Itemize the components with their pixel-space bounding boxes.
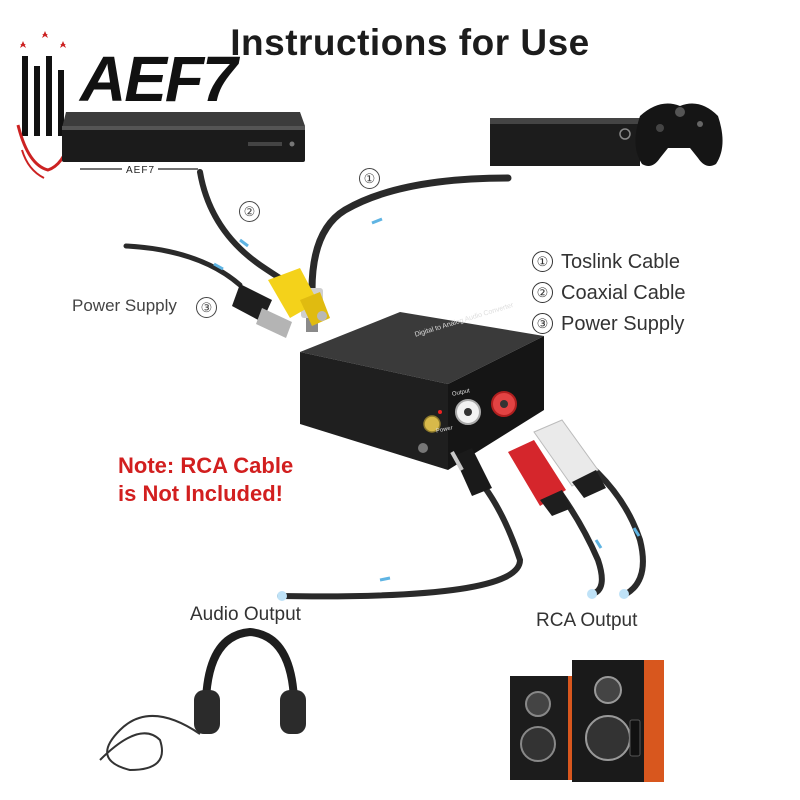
power-supply-label: Power Supply xyxy=(72,296,177,315)
legend-number: ③ xyxy=(532,313,553,334)
legend-number: ② xyxy=(532,282,553,303)
coaxial-connector-icon xyxy=(268,268,330,326)
rca-output-label: RCA Output xyxy=(536,610,638,631)
legend-item-toslink: ① Toslink Cable xyxy=(532,251,680,274)
coaxial-cable-marker: ② xyxy=(239,201,260,222)
game-console-device xyxy=(490,118,640,166)
legend-item-power: ③ Power Supply xyxy=(532,313,684,336)
toslink-cable-marker: ① xyxy=(359,168,380,189)
rca-red-connector-icon xyxy=(508,440,572,516)
rca-white-connector-icon xyxy=(533,419,606,498)
dvd-player-device xyxy=(62,112,305,162)
speakers-icon xyxy=(510,660,664,782)
power-plug-icon xyxy=(232,284,292,338)
game-controller-icon xyxy=(635,103,723,166)
converter-box-device xyxy=(300,312,544,470)
legend-label: Power Supply xyxy=(561,313,685,335)
power-cable-marker: ③ xyxy=(196,297,217,318)
page-title: Instructions for Use xyxy=(230,22,590,63)
rca-note-line-1: Note: RCA Cable xyxy=(118,453,294,478)
legend-label: Toslink Cable xyxy=(561,251,680,273)
rca-note-line-2: is Not Included! xyxy=(118,481,283,506)
legend-label: Coaxial Cable xyxy=(561,282,686,304)
brand-logo-small: AEF7 xyxy=(126,165,156,176)
legend-number: ① xyxy=(532,251,553,272)
legend-item-coaxial: ② Coaxial Cable xyxy=(532,282,686,305)
audio-output-label: Audio Output xyxy=(190,604,301,625)
audio-jack-connector-icon xyxy=(450,448,492,496)
rca-note: Note: RCA Cable is Not Included! xyxy=(118,452,293,508)
brand-logo-text: AEF7 xyxy=(80,43,238,115)
headphones-icon xyxy=(99,627,306,772)
